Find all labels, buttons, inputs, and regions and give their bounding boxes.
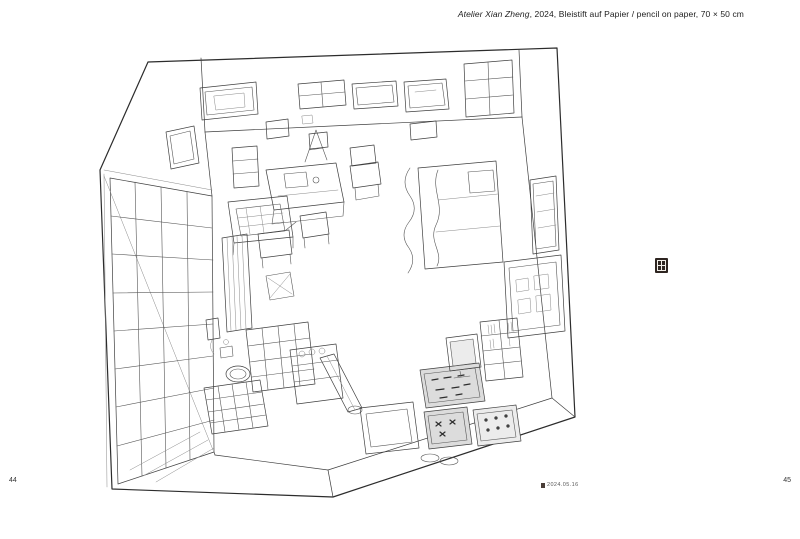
- page-number-right: 45: [783, 477, 791, 484]
- artwork-title: Atelier Xian Zheng: [457, 9, 530, 19]
- collection-stamp: [655, 258, 668, 273]
- artwork-caption: Atelier Xian Zheng, 2024, Bleistift auf …: [458, 9, 744, 19]
- stamp-seal-icon: [657, 260, 666, 271]
- artist-signature: 2024.05.16: [541, 482, 579, 488]
- artwork-caption-details: , 2024, Bleistift auf Papier / pencil on…: [529, 9, 744, 19]
- page-number-left: 44: [9, 477, 17, 484]
- signature-seal-icon: [541, 482, 545, 488]
- signature-date: 2024.05.16: [547, 482, 579, 488]
- atelier-room-drawing: [99, 47, 576, 498]
